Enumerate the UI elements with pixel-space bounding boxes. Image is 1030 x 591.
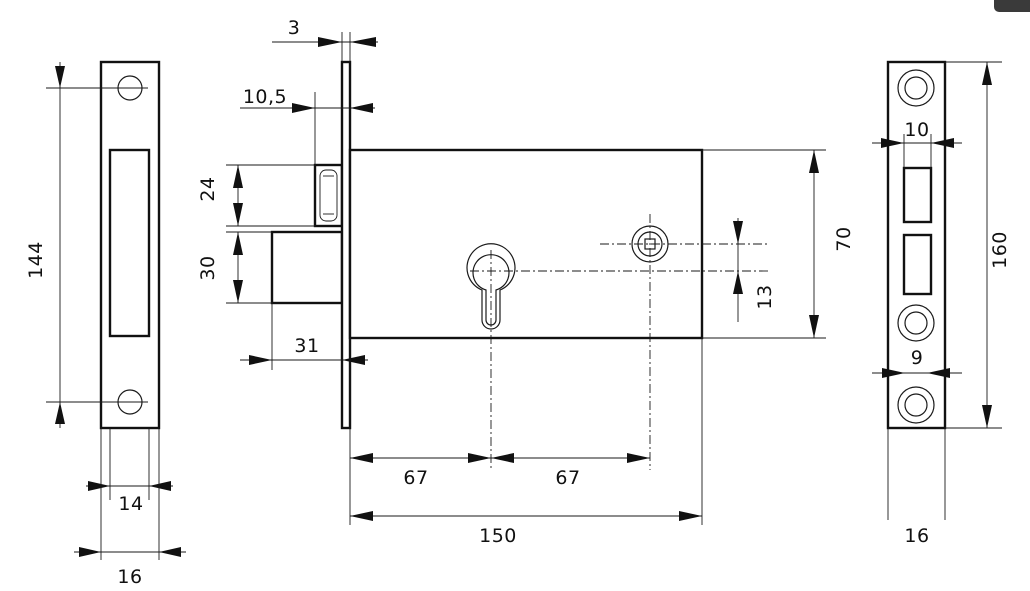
deadbolt-roller (313, 163, 344, 228)
forend-plate (340, 60, 352, 430)
dim-3: 3 (272, 17, 378, 62)
dim-10: 10 (872, 119, 962, 168)
dim-150: 150 (350, 338, 703, 547)
strike-top-screw-hole (897, 69, 935, 107)
centre-lines (470, 214, 770, 470)
dim-16-left-label: 16 (117, 566, 142, 588)
cylinder-keyhole (466, 243, 516, 330)
dim-16-right: 16 (887, 428, 946, 547)
lock-case (348, 148, 704, 340)
dim-31: 31 (240, 303, 368, 370)
dim-13: 13 (733, 218, 776, 322)
faceplate-slot (108, 148, 151, 338)
dim-31-label: 31 (294, 335, 319, 357)
dim-9-label: 9 (911, 347, 924, 369)
dim-3-label: 3 (288, 17, 301, 39)
dim-70-label: 70 (833, 226, 855, 251)
dim-9: 9 (872, 347, 962, 378)
latch-bolt (270, 230, 344, 305)
strike-upper-slot (902, 166, 933, 224)
dim-16-left: 16 (74, 428, 186, 588)
dim-10-label: 10 (904, 119, 929, 141)
dim-10-5-label: 10,5 (243, 86, 287, 108)
dim-30: 30 (197, 231, 272, 304)
dim-24: 24 (197, 164, 315, 227)
dim-67-left-label: 67 (403, 467, 428, 489)
dim-16-right-label: 16 (904, 525, 929, 547)
dim-14-label: 14 (118, 493, 143, 515)
strike-plate-front-view (886, 60, 947, 430)
strike-lower-slot (902, 233, 933, 296)
window-corner-tab (994, 0, 1030, 12)
dim-144: 144 (25, 62, 112, 428)
dim-160-label: 160 (989, 231, 1011, 269)
lock-side-view (270, 60, 704, 430)
dim-10-5: 10,5 (240, 86, 375, 165)
dim-67-right-label: 67 (555, 467, 580, 489)
dim-14: 14 (86, 428, 173, 515)
dim-30-label: 30 (197, 255, 219, 280)
dim-13-label: 13 (754, 284, 776, 309)
faceplate-front-view (99, 60, 161, 430)
dim-150-label: 150 (479, 525, 517, 547)
dim-144-label: 144 (25, 241, 47, 279)
dim-24-label: 24 (197, 176, 219, 201)
dim-67-67: 67 67 (349, 338, 650, 525)
dim-70: 70 (702, 149, 855, 339)
dim-160: 160 (945, 61, 1011, 429)
strike-bottom-screw-hole (897, 386, 935, 424)
strike-middle-screw-hole (897, 304, 935, 342)
